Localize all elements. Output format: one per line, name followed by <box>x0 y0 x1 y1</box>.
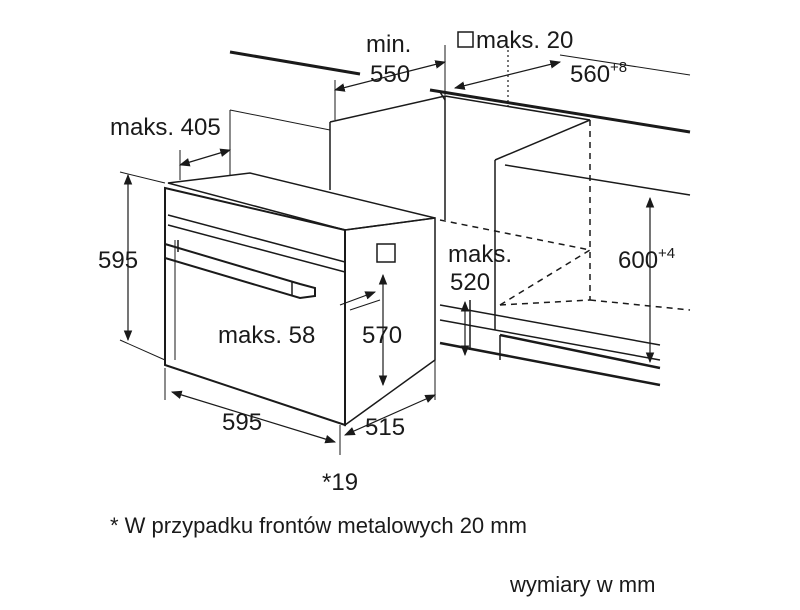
label-height-595: 595 <box>98 247 138 274</box>
cabinet-niche <box>329 95 691 387</box>
label-depth-515: 515 <box>365 414 405 441</box>
units-text: wymiary w mm <box>510 572 656 597</box>
label-maks-520-prefix: maks. <box>448 241 512 268</box>
label-width-595: 595 <box>222 409 262 436</box>
label-niche-height: 600+4 <box>618 245 675 274</box>
label-maks-20: maks. 20 <box>476 27 573 54</box>
label-min: min. <box>366 31 411 58</box>
label-maks-520-value: 520 <box>450 269 490 296</box>
footnote-text: * W przypadku frontów metalowych 20 mm <box>110 513 527 538</box>
label-footnote-marker: *19 <box>322 469 358 496</box>
label-min-value: 550 <box>370 61 410 88</box>
label-maks-405: maks. 405 <box>110 114 221 141</box>
label-depth-570: 570 <box>362 322 402 349</box>
label-cabinet-width: 560+8 <box>570 59 627 88</box>
oven <box>164 172 436 427</box>
square-symbol <box>457 31 474 48</box>
dimension-labels: min. 550 maks. 20 560+8 maks. 405 595 ma… <box>98 27 675 496</box>
label-maks-58: maks. 58 <box>218 322 315 349</box>
dimension-lines <box>119 45 691 455</box>
